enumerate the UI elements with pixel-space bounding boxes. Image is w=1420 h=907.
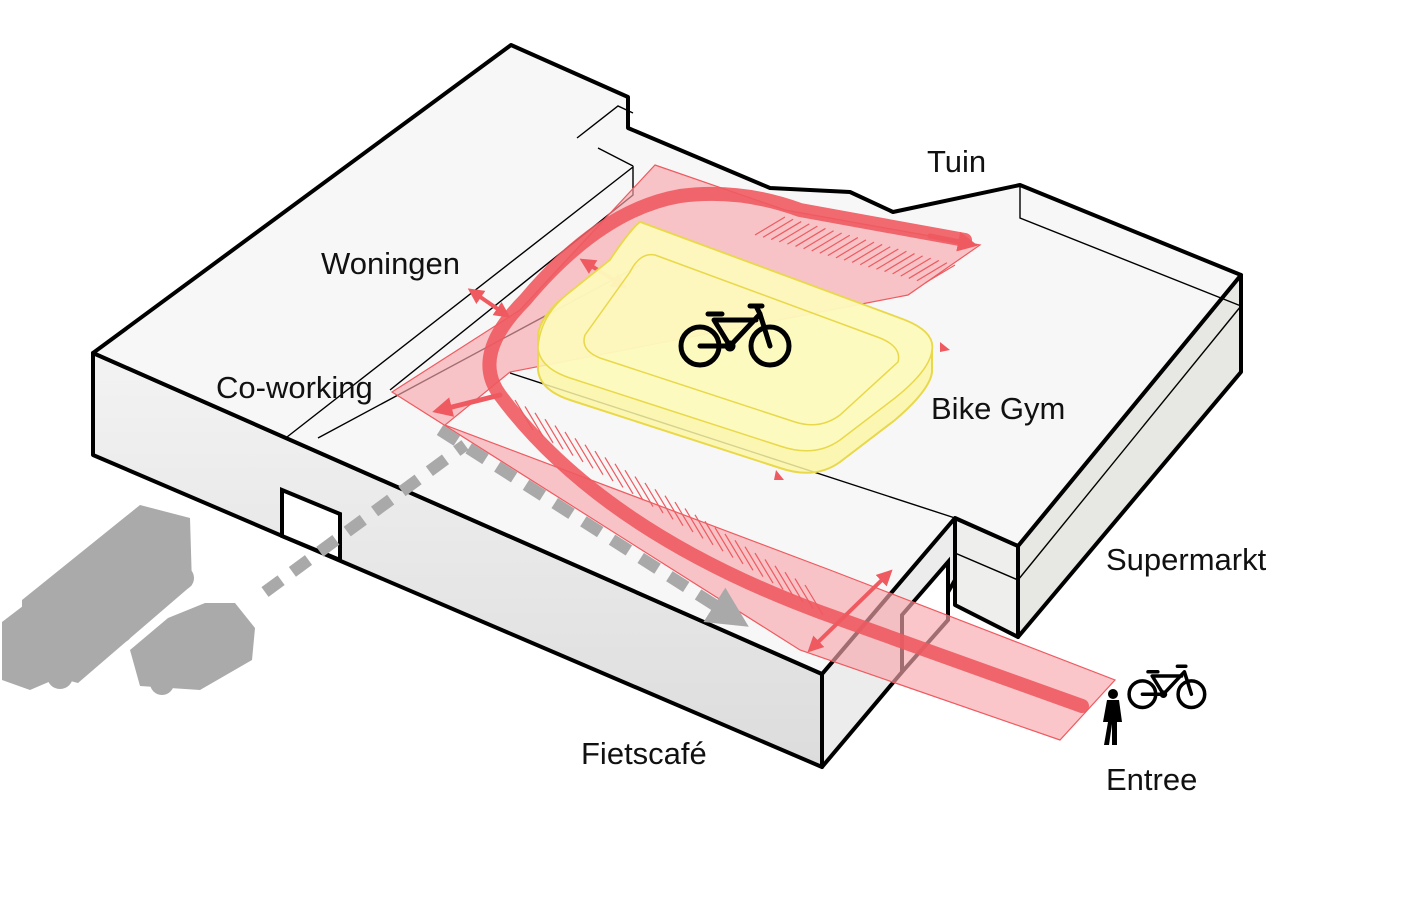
label-bike-gym: Bike Gym [931,391,1066,426]
stair-step [574,437,594,469]
stair-step [554,425,574,456]
stair-step [624,469,644,501]
stair-step [534,412,554,444]
stair-step [908,259,940,279]
pedestrian-icon [1103,689,1122,745]
truck-icon [2,505,194,690]
car-icon [130,603,255,695]
stair-step [644,482,664,514]
stair-step [876,250,907,270]
stairs-south [514,399,824,616]
stair-step [884,253,915,273]
stair-step [754,216,786,236]
stairs-north [754,216,956,284]
label-fietscafe: Fietscafé [581,736,707,771]
stair-step [754,552,774,584]
stair-step [859,246,891,266]
stair-step [803,230,834,250]
stair-step [778,223,810,243]
label-entree: Entree [1106,762,1198,797]
stair-step [724,533,744,565]
label-coworking: Co-working [216,370,373,405]
stair-step [544,418,564,450]
stair-step [827,237,859,257]
entrance-bicycle-icon [1127,664,1207,710]
stair-step [811,232,842,252]
stair-step [594,450,614,482]
stair-step [674,501,694,533]
stair-step [564,431,584,463]
stair-step [524,406,544,437]
stair-step [924,264,956,284]
stair-step [704,520,724,552]
stair-step [634,476,654,507]
service-path [261,424,749,627]
stair-step [851,243,883,263]
stair-step [900,257,932,277]
stair-step [584,444,604,475]
stair-step [764,559,784,590]
stair-step [787,225,818,245]
stair-step [604,457,624,488]
stair-step [664,495,684,526]
label-tuin: Tuin [927,144,987,179]
stair-step [770,221,802,241]
stair-step [916,262,948,282]
label-supermarkt: Supermarkt [1106,542,1267,577]
stair-step [868,248,899,268]
stair-step [892,255,923,275]
stair-step [684,508,704,539]
stair-step [734,540,754,571]
stair-step [795,227,826,247]
stair-step [744,546,764,578]
stair-step [614,463,634,495]
bicycle-icon [678,303,792,368]
stair-step [694,514,714,546]
stair-step [843,241,875,261]
roof-edges [286,105,1242,637]
stair-step [714,527,734,558]
label-woningen: Woningen [321,246,461,281]
stair-step [835,239,867,259]
stair-step [819,234,851,254]
stair-step [654,489,674,520]
stair-step [762,218,794,238]
stair-step [774,565,794,597]
